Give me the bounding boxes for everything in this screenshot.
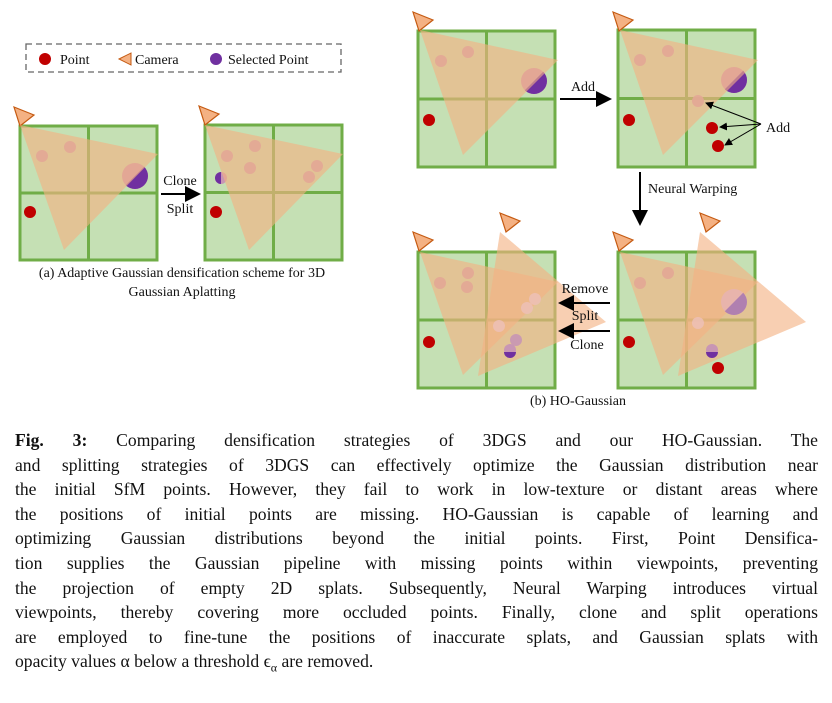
- caption-text: are removed.: [277, 651, 374, 672]
- gaussian-splat: [493, 320, 505, 332]
- gaussian-splat: [521, 302, 533, 314]
- panel-a-caption-2: Gaussian Aplatting: [129, 285, 236, 300]
- caption-line: viewpoints, thereby covering more occlud…: [15, 602, 818, 623]
- caption-line: the positions of initial points are miss…: [15, 503, 818, 524]
- camera-frustum: [20, 125, 158, 250]
- legend-point-label: Point: [60, 53, 90, 68]
- point: [24, 206, 36, 218]
- caption-label: Fig. 3:: [15, 430, 88, 450]
- split-label-b: Split: [572, 309, 599, 324]
- add-pointer-arrow: [724, 123, 762, 146]
- split-label: Split: [167, 202, 194, 217]
- camera-frustum: [420, 30, 558, 155]
- figure-diagram: Point Camera Selected Point Clone Split …: [13, 10, 806, 409]
- add-label: Add: [571, 80, 595, 95]
- camera-icon: [198, 104, 221, 127]
- selected-point: [706, 352, 718, 358]
- caption-line: optimizing Gaussian distributions beyond…: [15, 528, 818, 549]
- camera-icon: [612, 10, 635, 33]
- point: [210, 206, 222, 218]
- panel-b-caption: (b) HO-Gaussian: [530, 394, 626, 409]
- selected-point: [125, 166, 148, 189]
- point: [423, 114, 435, 126]
- selected-point: [724, 292, 747, 315]
- camera-frustum: [205, 125, 343, 250]
- gaussian-splat: [510, 334, 522, 346]
- gaussian-splat: [692, 317, 704, 329]
- legend-camera-icon: [117, 52, 132, 66]
- point: [423, 336, 435, 348]
- selected-point: [504, 352, 516, 358]
- selected-point: [215, 172, 221, 184]
- caption-text: opacity values α below a threshold ϵ: [15, 651, 271, 672]
- legend-box: [25, 43, 342, 73]
- camera-icon: [13, 105, 36, 128]
- point: [623, 336, 635, 348]
- clone-label: Clone: [163, 174, 196, 189]
- legend-selected-point-icon: [210, 53, 222, 65]
- neural-warping-label: Neural Warping: [648, 182, 737, 197]
- figure-caption: Fig. 3: Comparing densification strategi…: [15, 428, 818, 680]
- caption-line: and splitting strategies of 3DGS can eff…: [15, 454, 818, 475]
- camera-icon: [412, 230, 435, 253]
- caption-line: are employed to fine-tune the positions …: [15, 626, 818, 647]
- caption-line: Fig. 3: Comparing densification strategi…: [15, 428, 818, 453]
- selected-point: [524, 71, 547, 94]
- add-pointer-label: Add: [766, 121, 790, 136]
- add-pointer-arrow: [705, 101, 762, 125]
- camera-frustum: [620, 30, 758, 155]
- caption-text: Comparing densification strategies of 3D…: [87, 430, 818, 450]
- camera-icon: [699, 211, 722, 234]
- caption-line: the projection of empty 2D splats. Subse…: [15, 577, 818, 598]
- add-pointer-arrow: [719, 122, 762, 131]
- camera-icon: [499, 211, 522, 234]
- remove-label: Remove: [562, 282, 609, 297]
- legend-camera-label: Camera: [135, 53, 179, 68]
- caption-line: the initial SfM points. However, they fa…: [15, 479, 818, 500]
- panel-a-caption: (a) Adaptive Gaussian densification sche…: [39, 266, 325, 281]
- camera-icon: [612, 230, 635, 253]
- point: [712, 140, 724, 152]
- point: [706, 122, 718, 134]
- camera-icon: [412, 10, 435, 33]
- gaussian-splat: [529, 293, 541, 305]
- caption-subscript: α: [270, 660, 278, 675]
- legend-selected-point-label: Selected Point: [228, 53, 309, 68]
- legend-point-icon: [39, 53, 51, 65]
- clone-label-b: Clone: [570, 338, 603, 353]
- point: [712, 362, 724, 374]
- caption-line: tion supplies the Gaussian pipeline with…: [15, 552, 818, 573]
- point: [623, 114, 635, 126]
- caption-line: opacity values α below a threshold ϵα ar…: [15, 649, 818, 680]
